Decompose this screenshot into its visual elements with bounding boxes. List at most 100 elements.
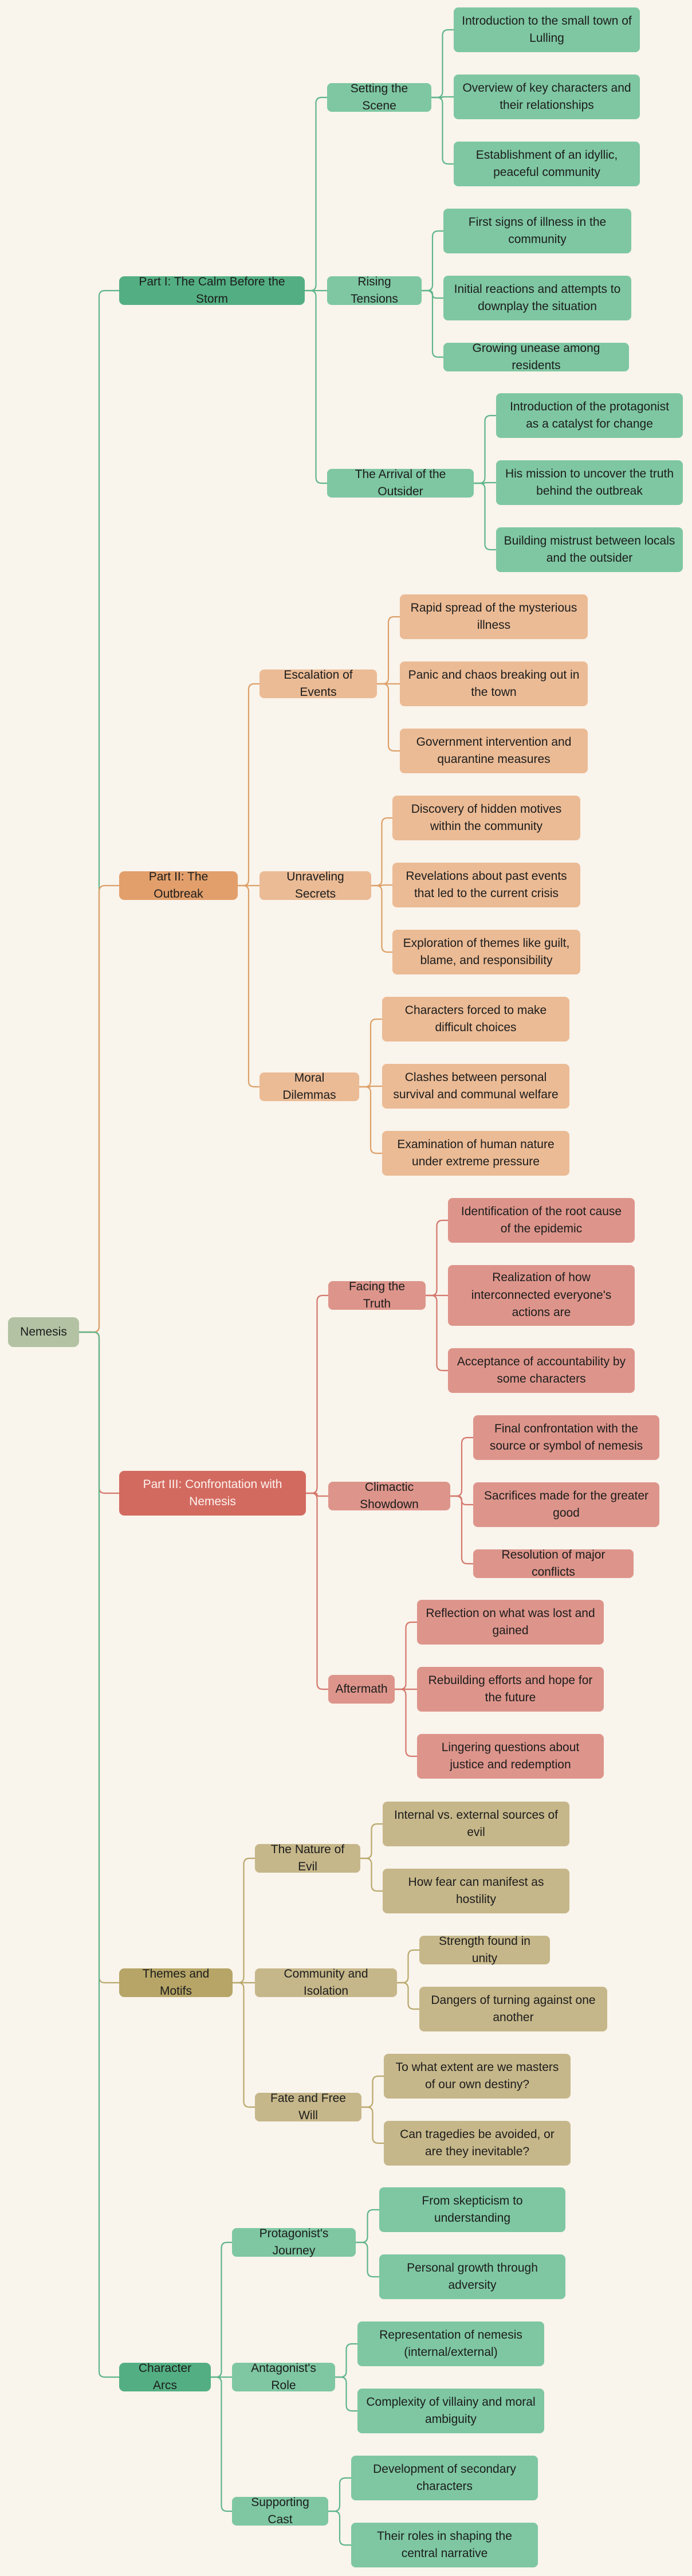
edge-topic-0-1-leaf-0: [422, 230, 443, 292]
leaf-3-1-3: Acceptance of accountability by some cha…: [448, 1348, 635, 1393]
topic-setting-the-scene: Setting the Scene: [327, 82, 431, 112]
edge-topic-0-2-leaf-0: [474, 414, 496, 484]
edge-topic-0-0-leaf-2: [431, 96, 454, 165]
edge-root-branch-1: [79, 884, 119, 1333]
leaf-2-1-1: Rapid spread of the mysterious illness: [400, 594, 588, 639]
branch-part-2: Part II: The Outbreak: [119, 870, 238, 901]
branch-character-arcs: Character Arcs: [119, 2362, 211, 2392]
edge-topic-3-2-leaf-0: [361, 2075, 384, 2108]
leaf-3-1-2: Realization of how interconnected everyo…: [448, 1265, 635, 1326]
leaf-5-1-2: Personal growth through adversity: [379, 2254, 565, 2299]
edge-topic-1-0-leaf-2: [377, 683, 400, 752]
leaf-3-2-1: Final confrontation with the source or s…: [473, 1415, 659, 1460]
leaf-4-3-2: Can tragedies be avoided, or are they in…: [384, 2121, 571, 2166]
leaf-2-3-1: Characters forced to make difficult choi…: [382, 997, 569, 1042]
edge-topic-2-2-leaf-2: [395, 1688, 417, 1757]
edge-topic-1-2-leaf-2: [359, 1086, 382, 1154]
edge-branch-3-topic-0: [233, 1857, 255, 1984]
topic-climactic-showdown: Climactic Showdown: [328, 1481, 450, 1511]
edge-topic-1-2-leaf-1: [359, 1085, 382, 1088]
edge-topic-1-2-leaf-0: [359, 1018, 382, 1088]
edge-branch-0-topic-2: [305, 289, 327, 484]
leaf-4-3-1: To what extent are we masters of our own…: [384, 2054, 571, 2099]
edge-topic-4-2-leaf-0: [328, 2477, 351, 2512]
edge-branch-2-topic-0: [306, 1294, 328, 1494]
leaf-4-1-1: Internal vs. external sources of evil: [383, 1802, 569, 1846]
edge-topic-2-1-leaf-2: [450, 1495, 473, 1565]
edge-topic-0-2-leaf-2: [474, 482, 496, 551]
topic-supporting-cast: Supporting Cast: [232, 2496, 328, 2526]
edge-branch-2-topic-1: [306, 1492, 328, 1497]
leaf-5-3-1: Development of secondary characters: [351, 2456, 538, 2500]
leaf-1-1-1: Introduction to the small town of Lullin…: [454, 7, 640, 52]
edge-topic-3-0-leaf-0: [360, 1823, 383, 1859]
leaf-2-2-3: Exploration of themes like guilt, blame,…: [392, 930, 580, 974]
edge-topic-0-1-leaf-2: [422, 289, 443, 358]
edge-topic-0-0-leaf-0: [431, 29, 454, 99]
edge-branch-2-topic-2: [306, 1492, 328, 1690]
leaf-2-3-3: Examination of human nature under extrem…: [382, 1131, 569, 1176]
edge-topic-2-0-leaf-2: [426, 1294, 448, 1372]
leaf-5-2-1: Representation of nemesis (internal/exte…: [357, 2321, 544, 2366]
branch-part-3: Part III: Confrontation with Nemesis: [119, 1471, 306, 1516]
edge-topic-2-2-leaf-0: [395, 1621, 417, 1690]
edge-topic-1-1-leaf-2: [371, 884, 392, 953]
edge-branch-4-topic-0: [211, 2241, 232, 2378]
edge-topic-1-0-leaf-0: [377, 616, 400, 685]
topic-fate-and-free-will: Fate and Free Will: [255, 2092, 361, 2122]
leaf-2-1-2: Panic and chaos breaking out in the town: [400, 661, 588, 706]
leaf-2-1-3: Government intervention and quarantine m…: [400, 729, 588, 773]
topic-protagonists-journey: Protagonist's Journey: [232, 2227, 356, 2257]
edge-topic-3-1-leaf-0: [397, 1949, 419, 1984]
topic-moral-dilemmas: Moral Dilemmas: [260, 1071, 359, 1102]
leaf-5-1-1: From skepticism to understanding: [379, 2187, 565, 2232]
leaf-3-2-3: Resolution of major conflicts: [473, 1548, 634, 1579]
edge-topic-2-1-leaf-0: [450, 1436, 473, 1497]
leaf-2-2-1: Discovery of hidden motives within the c…: [392, 796, 580, 840]
leaf-3-1-1: Identification of the root cause of the …: [448, 1198, 635, 1243]
edge-branch-1-topic-0: [238, 683, 260, 887]
leaf-1-2-2: Initial reactions and attempts to downpl…: [443, 276, 631, 320]
leaf-4-2-2: Dangers of turning against one another: [419, 1987, 607, 2031]
edge-root-branch-4: [79, 1331, 119, 2378]
edge-topic-1-1-leaf-1: [371, 884, 392, 887]
leaf-4-1-2: How fear can manifest as hostility: [383, 1869, 569, 1913]
leaf-3-3-1: Reflection on what was lost and gained: [417, 1600, 604, 1645]
leaf-1-2-3: Growing unease among residents: [443, 342, 629, 372]
leaf-1-2-1: First signs of illness in the community: [443, 209, 631, 253]
leaf-1-1-3: Establishment of an idyllic, peaceful co…: [454, 142, 640, 186]
leaf-2-2-2: Revelations about past events that led t…: [392, 863, 580, 907]
topic-antagonists-role: Antagonist's Role: [232, 2362, 335, 2392]
branch-themes-and-motifs: Themes and Motifs: [119, 1967, 233, 1998]
topic-nature-of-evil: The Nature of Evil: [255, 1843, 360, 1873]
edge-branch-0-topic-0: [305, 96, 327, 292]
topic-facing-the-truth: Facing the Truth: [328, 1280, 426, 1310]
leaf-1-1-2: Overview of key characters and their rel…: [454, 75, 640, 119]
topic-community-and-isolation: Community and Isolation: [255, 1967, 397, 1998]
edge-topic-4-0-leaf-1: [356, 2241, 379, 2278]
edge-topic-4-1-leaf-0: [335, 2343, 357, 2378]
edge-topic-3-2-leaf-1: [361, 2106, 384, 2144]
leaf-1-3-3: Building mistrust between locals and the…: [496, 527, 683, 572]
topic-arrival-of-outsider: The Arrival of the Outsider: [327, 468, 474, 498]
branch-part-1: Part I: The Calm Before the Storm: [119, 275, 305, 306]
leaf-4-2-1: Strength found in unity: [419, 1935, 550, 1965]
edge-topic-3-0-leaf-1: [360, 1857, 383, 1892]
leaf-3-3-3: Lingering questions about justice and re…: [417, 1734, 604, 1779]
leaf-2-3-2: Clashes between personal survival and co…: [382, 1064, 569, 1109]
topic-escalation: Escalation of Events: [260, 668, 377, 699]
topic-unraveling-secrets: Unraveling Secrets: [260, 870, 371, 901]
edge-topic-3-1-leaf-1: [397, 1982, 419, 2010]
edge-topic-4-1-leaf-1: [335, 2376, 357, 2412]
edge-branch-1-topic-2: [238, 884, 260, 1088]
leaf-3-2-2: Sacrifices made for the greater good: [473, 1482, 659, 1527]
edge-topic-1-1-leaf-0: [371, 817, 392, 887]
leaf-3-3-2: Rebuilding efforts and hope for the futu…: [417, 1667, 604, 1712]
leaf-5-2-2: Complexity of villainy and moral ambigui…: [357, 2389, 544, 2433]
topic-rising-tensions: Rising Tensions: [327, 275, 422, 306]
leaf-1-3-2: His mission to uncover the truth behind …: [496, 460, 683, 505]
edge-topic-4-0-leaf-0: [356, 2209, 379, 2244]
edge-topic-2-0-leaf-0: [426, 1219, 448, 1297]
root-node: Nemesis: [8, 1317, 79, 1347]
